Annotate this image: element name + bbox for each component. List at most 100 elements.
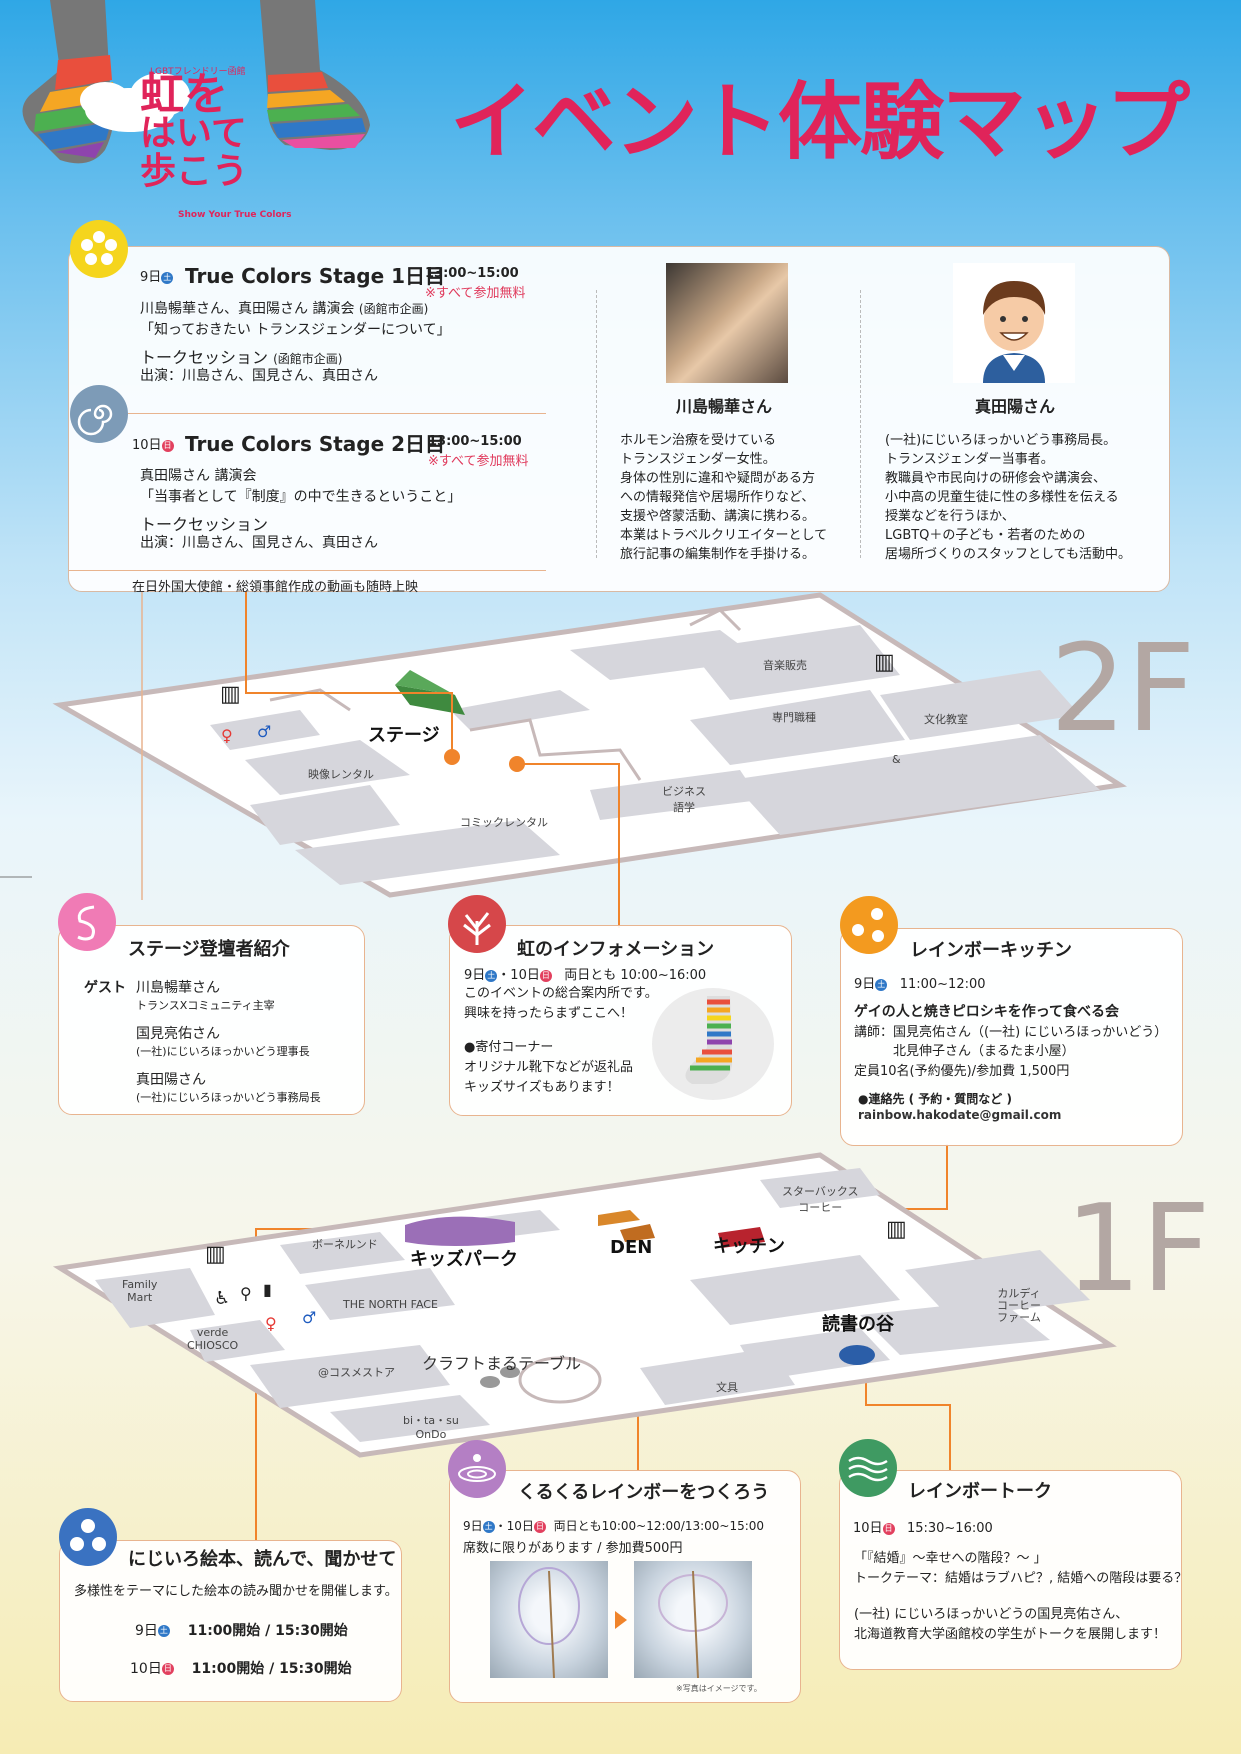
logo-small-text: LGBTフレンドリー函館 (150, 67, 246, 77)
kitchen-title: レインボーキッチン (910, 940, 1072, 961)
stage-footer-note: 在日外国大使館・総領事館作成の動画も随時上映 (132, 580, 419, 595)
stage-speakers-card (58, 925, 365, 1115)
orange-circle-icon (840, 896, 898, 954)
den-label: DEN (610, 1237, 653, 1258)
elevator-icon: ▥ (205, 1242, 226, 1267)
ostomate-icon: ▮ (263, 1280, 272, 1299)
area-label: & (892, 753, 901, 766)
rainbow-sock-right-icon (260, 0, 370, 150)
rainbow-craft-note: 席数に限りがあります / 参加費500円 (463, 1541, 683, 1556)
kitchen-date: 9日土 11:00~12:00 (854, 977, 986, 992)
men-restroom-icon: ♂ (302, 1308, 317, 1327)
elevator-icon: ▥ (874, 650, 895, 675)
men-restroom-icon: ♂ (257, 722, 272, 741)
day1-date: 9日土 (140, 270, 174, 285)
day2-free: ※すべて参加無料 (428, 454, 529, 469)
dokusho-label: 読書の谷 (822, 1314, 894, 1335)
area-label: クラフトまるテーブル (422, 1354, 582, 1373)
swirl-icon (70, 385, 128, 443)
area-label: カルディコーヒーファーム (997, 1287, 1041, 1324)
picture-book-card (59, 1540, 402, 1702)
women-restroom-icon: ♀ (221, 726, 233, 745)
rainbow-sock-left-icon (22, 0, 114, 164)
speaker2-name: 真田陽さん (975, 397, 1056, 416)
kitchen-event: ゲイの人と焼きピロシキを作って食べる会 (854, 1004, 1120, 1020)
day1-line3: トークセッション (函館市企画) (140, 348, 343, 367)
speaker2-bio: (一社)にじいろほっかいどう事務局長。トランスジェンダー当事者。教職員や市民向け… (885, 433, 1131, 562)
day2-date: 10日日 (132, 438, 174, 453)
dots-icon (852, 908, 884, 942)
divider (596, 290, 597, 558)
three-dots-icon (70, 1519, 106, 1551)
day1-time: 13:00~15:00 (425, 266, 519, 281)
area-label: THE NORTH FACE (343, 1298, 438, 1311)
guest-list: 川島暢華さんトランスXコミュニティ主宰 国見亮佑さん(一社)にじいろほっかいどう… (136, 980, 321, 1104)
area-label: 専門職種 (772, 711, 816, 724)
day2-line4: 出演：川島さん、国見さん、真田さん (140, 535, 378, 551)
logo-sub: Show Your True Colors (178, 210, 292, 220)
stage-speakers-title: ステージ登壇者紹介 (128, 939, 290, 960)
area-label: ビジネス語学 (662, 785, 706, 814)
info-text: このイベントの総合案内所です。興味を持ったらまずここへ！ ●寄付コーナーオリジナ… (464, 986, 658, 1095)
floor-1-label: 1F (1065, 1180, 1211, 1319)
day1-line2: 「知っておきたい トランスジェンダーについて」 (140, 322, 451, 338)
rainbow-talk-text: 「『結婚』～幸せへの階段？～ 」トークテーマ：結婚はラブハピ？, 結婚への階段は… (854, 1551, 1188, 1642)
day1-line1: 川島暢華さん、真田陽さん 講演会 (函館市企画) (140, 301, 429, 317)
header-illustration (22, 0, 370, 164)
kitchen-l2: 北見伸子さん（まるたま小屋） (893, 1044, 1075, 1059)
elevator-icon: ▥ (220, 682, 241, 707)
photo-note: ※写真はイメージです。 (676, 1684, 762, 1693)
picture-book-title: にじいろ絵本、読んで、聞かせて (128, 1549, 397, 1570)
area-label: 文具 (716, 1381, 738, 1394)
kitchen-email-link[interactable]: rainbow.hakodate@gmail.com (858, 1108, 1062, 1122)
day2-line1: 真田陽さん 講演会 (140, 468, 257, 484)
bubble-icon (518, 1567, 728, 1678)
rainbow-talk-title: レインボートーク (908, 1481, 1052, 1502)
logo-line-1: 虹を (140, 69, 228, 120)
day2-title: True Colors Stage 2日目 (185, 432, 446, 456)
divider (128, 413, 546, 414)
picture-book-desc: 多様性をテーマにした絵本の読み聞かせを開催します。 (74, 1584, 398, 1599)
elevator-icon: ▥ (886, 1217, 907, 1242)
area-label: 映像レンタル (308, 768, 374, 781)
tree-icon (463, 912, 491, 945)
speaker1-bio: ホルモン治療を受けているトランスジェンダー女性。身体の性別に違和や疑問がある方へ… (620, 433, 828, 562)
speaker-photo (666, 263, 788, 383)
area-label: 文化教室 (924, 713, 968, 726)
logo: 虹を はいて 歩こう (140, 69, 248, 191)
area-label: スターバックスコーヒー (782, 1185, 859, 1214)
picture-book-row2: 10日日 11:00開始 / 15:30開始 (130, 1661, 352, 1677)
info-title: 虹のインフォメーション (517, 939, 715, 960)
wheelchair-icon: ♿ (214, 1288, 231, 1309)
stage-map-label: ステージ (368, 725, 440, 746)
area-label: @コスメストア (318, 1366, 395, 1379)
women-restroom-icon: ♀ (265, 1314, 277, 1333)
divider (860, 290, 861, 558)
day1-line4: 出演：川島さん、国見さん、真田さん (140, 368, 378, 384)
day2-time: 13:00~15:00 (428, 434, 522, 449)
kitchen-contact: ●連絡先 ( 予約・質問など ) (858, 1092, 1012, 1106)
ripple-icon (458, 1454, 496, 1482)
area-label: 音楽販売 (763, 659, 807, 672)
waves-icon (848, 1456, 888, 1482)
flower-icon (70, 220, 128, 278)
floor-1-map (52, 1152, 1117, 1458)
info-dates: 9日土・10日日 両日とも 10:00~16:00 (464, 968, 707, 983)
blue-circle-icon (59, 1508, 117, 1566)
area-label: コミックレンタル (460, 816, 548, 829)
kitchen-l1: 講師：国見亮佑さん（(一社) にじいろほっかいどう） (854, 1025, 1168, 1040)
divider (68, 570, 546, 571)
logo-line-2: はいて (140, 112, 247, 154)
day2-line3: トークセッション (140, 515, 269, 534)
rainbow-talk-date: 10日日 15:30~16:00 (853, 1521, 993, 1536)
s-curve-icon (77, 905, 95, 941)
day2-line2: 「当事者として『制度』の中で生きるということ」 (140, 489, 462, 505)
day1-free: ※すべて参加無料 (425, 286, 526, 301)
picture-book-row1: 9日土 11:00開始 / 15:30開始 (135, 1623, 348, 1639)
kids-park-label: キッズパーク (410, 1249, 518, 1270)
floor-2-label: 2F (1050, 620, 1196, 759)
